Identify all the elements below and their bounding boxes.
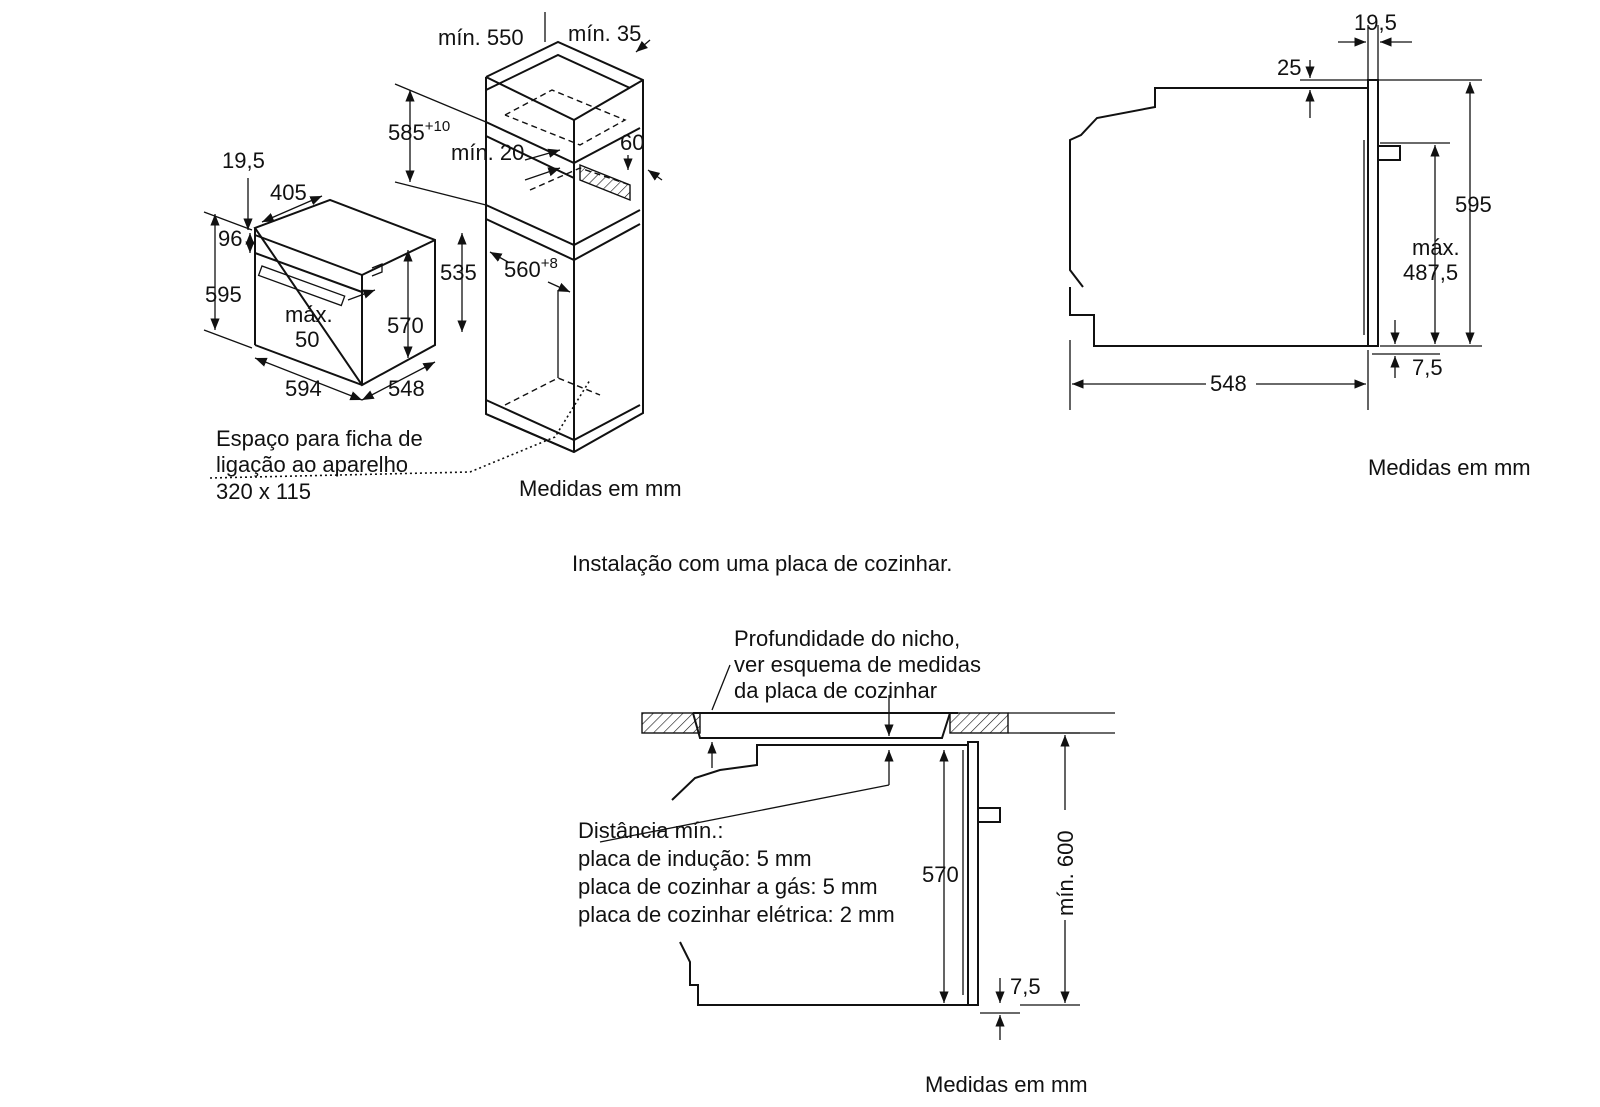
niche-note-line3: da placa de cozinhar <box>734 678 937 703</box>
units-note-3: Medidas em mm <box>925 1072 1088 1097</box>
oven-side-view-drawing <box>1069 79 1401 347</box>
dim-570: 570 <box>387 313 424 338</box>
dim-60: 60 <box>620 130 644 155</box>
plug-space-note-line1: Espaço para ficha de <box>216 426 423 451</box>
hob-installation-drawing <box>641 712 1115 1006</box>
hob-installation-diagram: Profundidade do nicho, ver esquema de me… <box>578 626 1115 1097</box>
section-title: Instalação com uma placa de cozinhar. <box>572 551 952 576</box>
plug-space-note-line2: ligação ao aparelho <box>216 452 408 477</box>
dim-585: 585+10 <box>388 118 450 145</box>
distance-note-electric: placa de cozinhar elétrica: 2 mm <box>578 902 895 927</box>
side-dim-max-line1: máx. <box>1412 235 1460 260</box>
plug-space-note-line3: 320 x 115 <box>216 479 311 504</box>
dim-560: 560+8 <box>504 255 558 282</box>
dim-594: 594 <box>285 376 322 401</box>
dim-max-50-line2: 50 <box>295 327 319 352</box>
dim-min-20: mín. 20 <box>451 140 524 165</box>
distance-note-title: Distância mín.: <box>578 818 724 843</box>
dim-405: 405 <box>270 180 307 205</box>
side-view-dimension-lines <box>1069 25 1482 410</box>
side-dim-max-line2: 487,5 <box>1403 260 1458 285</box>
side-dim-7-5: 7,5 <box>1412 355 1443 380</box>
dim-19-5: 19,5 <box>222 148 265 173</box>
dim-535: 535 <box>440 260 477 285</box>
tall-cabinet-drawing <box>485 40 644 454</box>
worktop-left <box>641 712 701 734</box>
hob-dim-min-600: mín. 600 <box>1053 830 1078 916</box>
dim-96: 96 <box>218 226 242 251</box>
cabinet-installation-diagram: mín. 550 mín. 35 585+10 mín. 20 60 19,5 … <box>203 12 682 504</box>
distance-note-gas: placa de cozinhar a gás: 5 mm <box>578 874 878 899</box>
dim-min-35: mín. 35 <box>568 21 641 46</box>
units-note-1: Medidas em mm <box>519 476 682 501</box>
side-dim-548: 548 <box>1210 371 1247 396</box>
dim-595: 595 <box>205 282 242 307</box>
dim-max-50-line1: máx. <box>285 302 333 327</box>
oven-side-view-diagram: 19,5 25 595 máx. 487,5 548 7,5 Medidas e… <box>1069 10 1531 480</box>
hob-dim-7-5: 7,5 <box>1010 974 1041 999</box>
dim-548: 548 <box>388 376 425 401</box>
units-note-2: Medidas em mm <box>1368 455 1531 480</box>
niche-note-line1: Profundidade do nicho, <box>734 626 960 651</box>
hob-dim-570: 570 <box>922 862 959 887</box>
distance-note-induction: placa de indução: 5 mm <box>578 846 812 871</box>
dim-min-550: mín. 550 <box>438 25 524 50</box>
side-dim-25: 25 <box>1277 55 1301 80</box>
cabinet-dimension-lines <box>203 12 663 479</box>
niche-note-line2: ver esquema de medidas <box>734 652 981 677</box>
side-dim-595: 595 <box>1455 192 1492 217</box>
worktop-right <box>949 712 1009 734</box>
side-dim-19-5: 19,5 <box>1354 10 1397 35</box>
hob-dimension-lines <box>599 664 1080 1040</box>
